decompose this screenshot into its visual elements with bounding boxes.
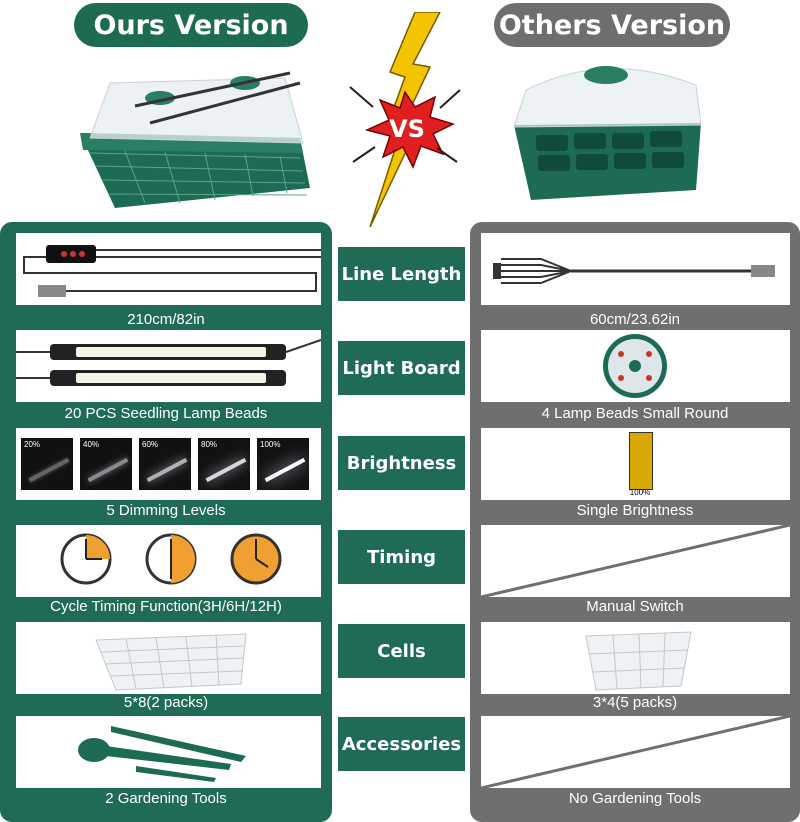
feature-label-timing: Timing [338, 530, 465, 584]
ours-line-length-caption: 210cm/82in [127, 311, 205, 328]
dimming-light-bar [146, 457, 188, 483]
others-line-length-caption: 60cm/23.62in [589, 311, 681, 328]
dimming-light-bar [87, 457, 129, 483]
others-product-image [506, 55, 711, 205]
dimming-level-label: 40% [83, 440, 100, 449]
dimming-level-label: 60% [142, 440, 159, 449]
others-cells-tray-image [481, 622, 790, 694]
ours-product-image [75, 58, 315, 213]
dimming-level-label: 80% [201, 440, 218, 449]
dimming-level-thumb: 60% [139, 438, 191, 490]
others-light-board-caption: 4 Lamp Beads Small Round [541, 405, 729, 422]
dimming-level-label: 100% [260, 440, 281, 449]
ours-cells-tray-image [16, 622, 321, 694]
dimming-light-bar [205, 457, 247, 483]
dimming-level-thumb: 40% [80, 438, 132, 490]
vs-text: VS [389, 115, 425, 143]
ours-dimming-image: 20% 40% 60% 80% 100% [16, 428, 321, 500]
clock-6h-icon [145, 533, 197, 585]
others-brightness-caption: Single Brightness [576, 502, 694, 519]
others-single-brightness-image: 100% [481, 428, 790, 500]
feature-label-line-length: Line Length [338, 247, 465, 301]
others-timing-empty-image [481, 525, 790, 597]
feature-label-brightness: Brightness [338, 436, 465, 490]
dimming-level-thumb: 100% [257, 438, 309, 490]
others-timing-caption: Manual Switch [586, 598, 684, 615]
others-round-board-image [481, 330, 790, 402]
ours-accessories-caption: 2 Gardening Tools [105, 790, 227, 807]
others-cable-image [481, 233, 790, 305]
others-cells-caption: 3*4(5 packs) [592, 694, 678, 711]
ours-cells-caption: 5*8(2 packs) [123, 694, 209, 711]
dimming-level-label: 20% [24, 440, 41, 449]
dimming-light-bar [28, 457, 70, 483]
dimming-light-bar [264, 457, 306, 483]
feature-label-cells: Cells [338, 624, 465, 678]
dimming-level-thumb: 20% [21, 438, 73, 490]
ours-gardening-tools-image [16, 716, 321, 788]
clock-12h-icon [230, 533, 282, 585]
others-version-title: Others Version [494, 3, 730, 47]
ours-version-title: Ours Version [74, 3, 308, 47]
others-accessories-empty-image [481, 716, 790, 788]
single-brightness-bar [629, 432, 653, 490]
dimming-level-thumb: 80% [198, 438, 250, 490]
ours-timer-clocks-image [16, 525, 321, 597]
ours-timing-caption: Cycle Timing Function(3H/6H/12H) [50, 598, 282, 615]
feature-label-light-board: Light Board [338, 341, 465, 395]
ours-cable-image [16, 233, 321, 305]
ours-light-bar-image [16, 330, 321, 402]
ours-light-board-caption: 20 PCS Seedling Lamp Beads [64, 405, 268, 422]
clock-3h-icon [60, 533, 112, 585]
others-accessories-caption: No Gardening Tools [568, 790, 702, 807]
single-brightness-level: 100% [629, 488, 651, 497]
feature-label-accessories: Accessories [338, 717, 465, 771]
vs-burst-graphic: VS [345, 12, 465, 227]
ours-brightness-caption: 5 Dimming Levels [106, 502, 226, 519]
